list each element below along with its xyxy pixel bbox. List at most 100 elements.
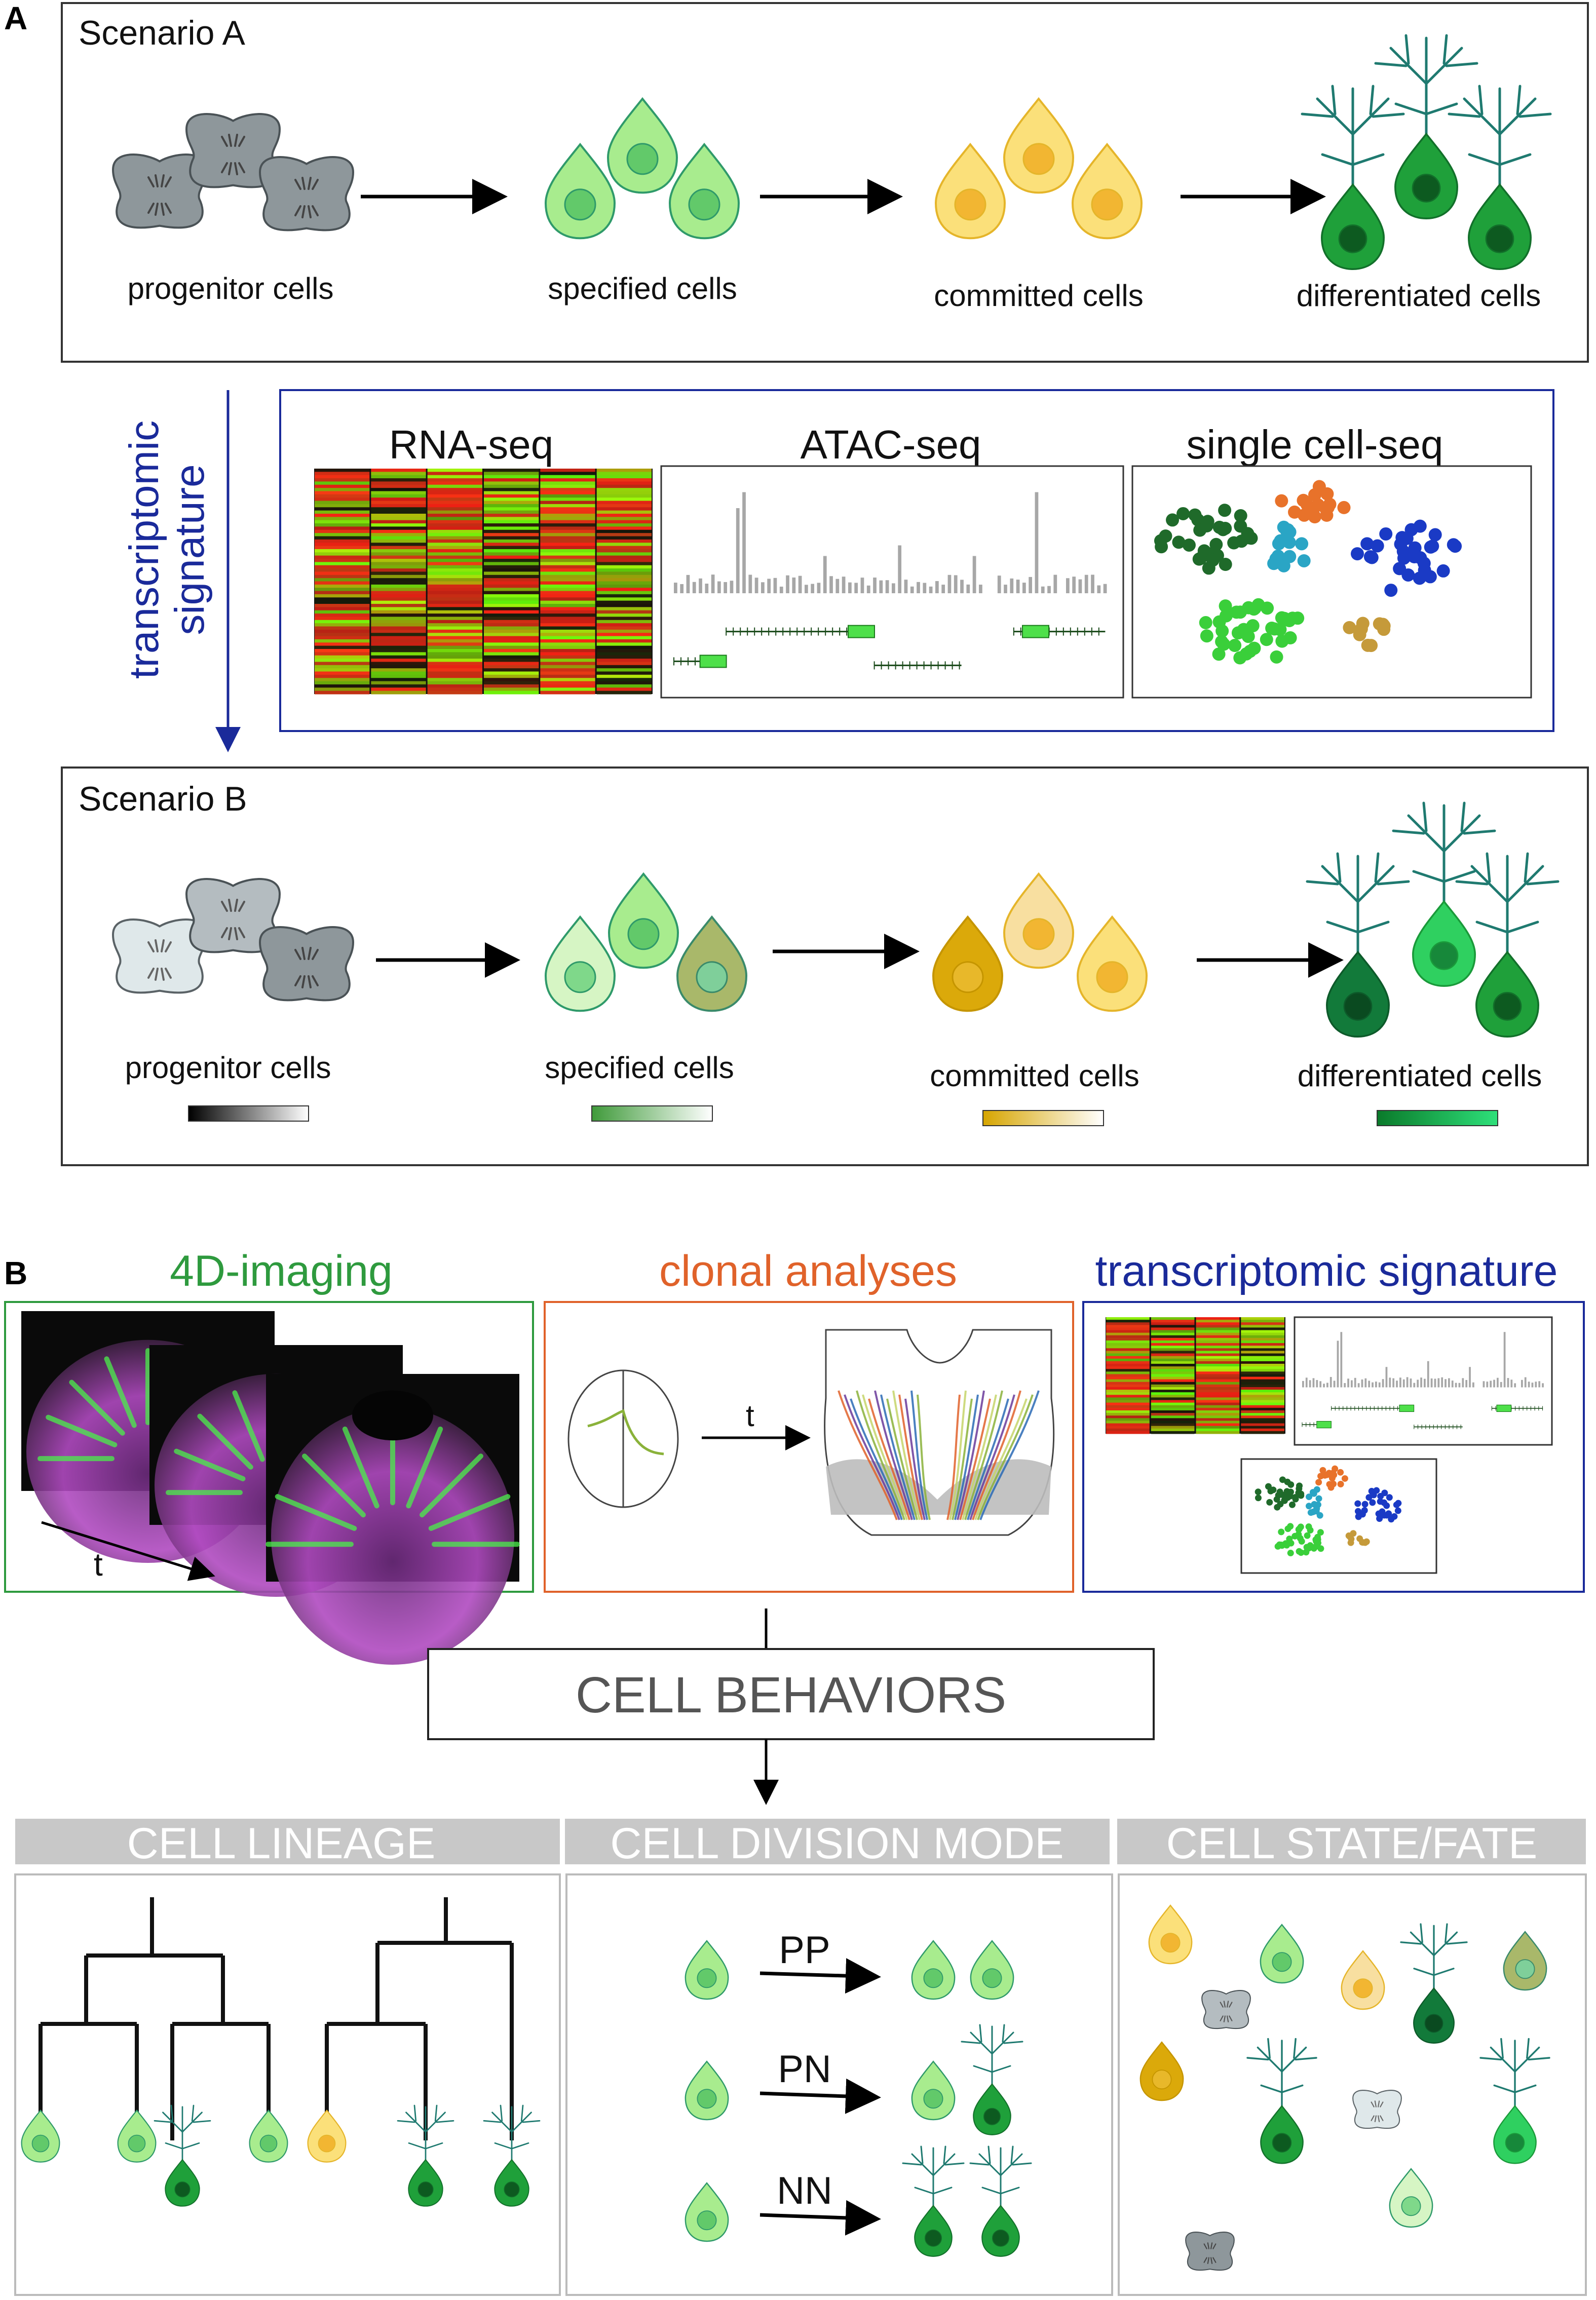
heatmap-cell [1241, 1428, 1284, 1432]
heatmap-cell [1106, 1413, 1150, 1416]
heatmap-cell [596, 655, 652, 659]
dendrite [1389, 47, 1428, 85]
heatmap-cell [1196, 1423, 1240, 1427]
dendrite [1336, 852, 1342, 883]
heatmap-cell [1106, 1343, 1150, 1346]
heatmap-cell [596, 588, 652, 592]
heatmap-cell [315, 617, 370, 621]
heatmap-cell [596, 626, 652, 630]
atac-peak [767, 579, 771, 593]
heatmap-cell [1196, 1431, 1240, 1434]
cluster-dot [1317, 1545, 1324, 1552]
heatmap-cell [1151, 1348, 1195, 1351]
chromosome-mark [301, 205, 306, 218]
dendrite [1463, 97, 1501, 136]
imaging-stack [21, 1311, 520, 1665]
heatmap-cell [596, 481, 652, 485]
dendrite [969, 2162, 990, 2166]
cluster-dot [1287, 1481, 1295, 1488]
heatmap-cell [315, 620, 370, 624]
cluster-dot [1218, 504, 1232, 517]
heatmap-cell [1151, 1351, 1195, 1354]
cluster-dot [1337, 1480, 1344, 1487]
heatmap-cell [315, 526, 370, 530]
heatmap-cell [596, 668, 652, 672]
cluster-dot [1300, 497, 1314, 511]
heatmap-cell [315, 681, 370, 685]
heatmap-cell [1151, 1407, 1195, 1411]
cluster-dot [1303, 1549, 1310, 1556]
atac-peak [1420, 1377, 1422, 1388]
clone-path-left [868, 1398, 910, 1520]
heatmap-cell [427, 484, 482, 488]
heatmap-cell [371, 642, 426, 646]
cluster-dot [1279, 1476, 1286, 1483]
heatmap-cell [540, 552, 595, 556]
heatmap-cell [427, 469, 482, 472]
atac-peak [674, 583, 677, 593]
atac-peak [1333, 1381, 1336, 1388]
heatmap-cell [540, 574, 595, 579]
mini-single-cell-clusters [1255, 1465, 1402, 1557]
heatmap-cell [315, 591, 370, 595]
atac-peak [823, 556, 827, 593]
chromosome-mark [228, 927, 232, 940]
heatmap-cell [596, 594, 652, 598]
lumen [352, 1390, 433, 1441]
clone-path-right [959, 1398, 991, 1520]
scenario-b-title: Scenario B [79, 780, 247, 818]
method-atac-seq: ATAC-seq [800, 422, 981, 467]
green-fiber [275, 1494, 357, 1531]
heatmap-cell [371, 584, 426, 588]
chromosome-mark [308, 947, 312, 960]
cell-nucleus [318, 2134, 336, 2153]
heatmap-cell [540, 478, 595, 482]
heatmap-cell [596, 514, 652, 517]
scenario-a-stage-progenitor: progenitor cells [128, 272, 334, 305]
heatmap-cell [596, 639, 652, 643]
lineage-cells [21, 2104, 541, 2207]
dendrite [1445, 62, 1478, 67]
scenario-b-frame [61, 766, 1589, 1166]
heatmap-cell [1106, 1371, 1150, 1374]
heatmap-cell [540, 475, 595, 479]
atac-peak [941, 585, 945, 593]
heatmap-cell [371, 649, 426, 653]
heatmap-cell [315, 517, 370, 521]
heatmap-cell [540, 507, 595, 511]
scenario-a-stage-specified: specified cells [548, 272, 737, 305]
dendrite [1425, 102, 1458, 116]
chromosome-mark [165, 176, 172, 187]
cluster-dot [1194, 552, 1207, 565]
cluster-dot [1332, 1465, 1339, 1472]
atac-peak [761, 582, 765, 593]
chromosome-mark [1374, 2115, 1377, 2122]
heatmap-cell [484, 507, 539, 511]
cluster-dot [1306, 1493, 1313, 1501]
heatmap-cell [596, 504, 652, 508]
panel-a-letter: A [4, 0, 27, 36]
atac-peak [917, 582, 920, 593]
heatmap-cell [371, 607, 426, 611]
heatmap-cell [484, 574, 539, 579]
atac-peak [960, 580, 964, 593]
heatmap-cell [427, 620, 482, 624]
cluster-dot [1379, 527, 1393, 541]
dendrite [1433, 1931, 1458, 1957]
heatmap-cell [540, 649, 595, 653]
heatmap-cell [484, 665, 539, 669]
heatmap-cell [427, 591, 482, 595]
heatmap-cell [427, 559, 482, 562]
heatmap-cell [484, 671, 539, 675]
heatmap-cell [371, 562, 426, 566]
heatmap-cell [540, 594, 595, 598]
heatmap-cell [427, 488, 482, 491]
cell-nucleus [1152, 2069, 1172, 2090]
heatmap-cell [427, 645, 482, 649]
atac-peak [898, 545, 902, 593]
atac-peak [892, 583, 895, 593]
dendrite [1372, 112, 1405, 118]
heatmap-cell [484, 472, 539, 476]
chromosome-mark [301, 947, 306, 960]
cluster-dot [1255, 1488, 1262, 1496]
